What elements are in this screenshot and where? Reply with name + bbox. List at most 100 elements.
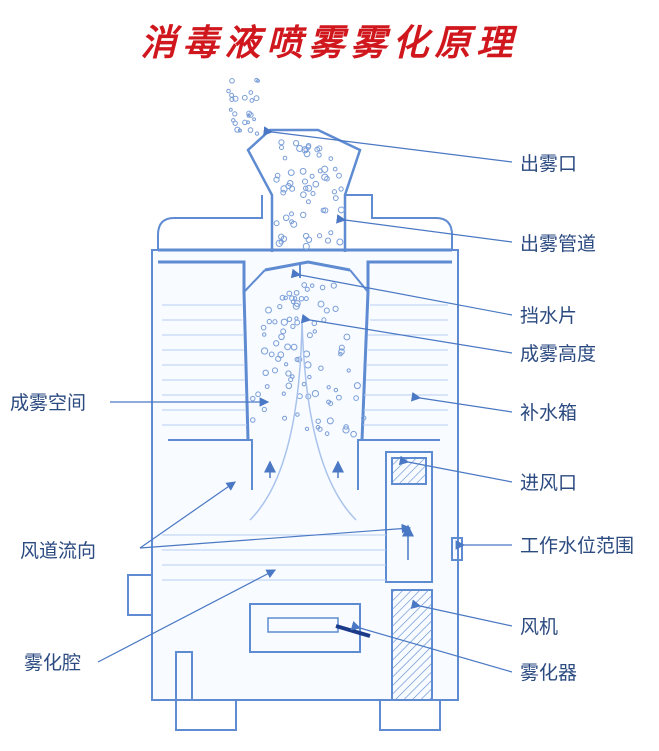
mist-bubble (335, 394, 342, 401)
mist-bubble (292, 296, 298, 301)
mist-bubble (306, 332, 313, 339)
mist-bubble (229, 92, 235, 98)
mist-bubble (290, 323, 296, 330)
mist-bubble (320, 207, 326, 213)
mist-bubble (310, 191, 316, 197)
mist-bubble (246, 120, 250, 125)
mist-bubble (280, 328, 287, 335)
mist-bubble (231, 118, 236, 123)
mist-bubble (317, 300, 325, 308)
mist-bubble (343, 333, 351, 341)
mist-bubble (322, 207, 329, 214)
mist-bubble (265, 306, 272, 314)
mist-bubble (294, 357, 300, 362)
mist-bubble (260, 347, 269, 355)
mist-bubble (278, 139, 285, 146)
mist-bubble (232, 95, 239, 102)
mist-bubble (303, 185, 309, 191)
mist-bubble (337, 206, 345, 214)
mist-bubble (228, 107, 233, 112)
mist-bubble (324, 237, 332, 244)
mist-bubble (309, 283, 315, 288)
mist-bubble (254, 131, 260, 136)
label-atomizer: 雾化器 (520, 662, 577, 684)
mist-bubble (307, 374, 312, 380)
mist-bubble (280, 235, 288, 243)
mist-bubble (296, 144, 304, 153)
mist-bubble (294, 316, 299, 321)
mist-bubble (338, 348, 345, 355)
mist-bubble (277, 351, 285, 359)
mist-bubble (249, 98, 255, 103)
mist-bubble (304, 426, 310, 432)
mist-bubble (290, 299, 296, 305)
outlet-pipe (246, 128, 362, 252)
mist-bubble (282, 214, 290, 222)
mist-bubble (280, 189, 287, 196)
water-lines (162, 304, 448, 581)
mist-bubble (288, 211, 295, 217)
mist-bubble (242, 119, 248, 126)
mist-bubble (328, 230, 334, 236)
mist-bubble (234, 126, 241, 133)
mist-bubble (315, 418, 321, 424)
mist-bubble (272, 319, 278, 325)
mist-bubble (286, 290, 293, 297)
mist-bubble (274, 172, 281, 179)
mist-bubble (286, 180, 294, 187)
mist-bubble (285, 382, 293, 390)
mist-bubble (229, 78, 235, 84)
mist-bubble (287, 169, 295, 177)
mist-bubble (292, 140, 300, 147)
mist-bubble (246, 113, 251, 118)
label-water-range: 工作水位范围 (520, 535, 634, 557)
mist-bubble (241, 94, 248, 101)
mist-bubble (280, 318, 288, 326)
mist-bubble (332, 166, 338, 172)
mist-bubble (350, 430, 357, 438)
mist-bubble (330, 282, 337, 289)
mist-bubble (360, 415, 367, 421)
mist-bubble (298, 295, 305, 302)
mist-bubble (296, 356, 303, 363)
mist-bubble (273, 340, 280, 347)
label-mist-height: 成雾高度 (520, 343, 596, 365)
mist-bubble (302, 232, 310, 240)
mist-bubble (247, 127, 254, 133)
mist-bubble (319, 284, 326, 291)
mist-bubble (292, 302, 300, 310)
mist-bubble (316, 233, 323, 239)
mist-bubble (305, 236, 313, 243)
mist-bubble (278, 333, 285, 341)
mist-bubble (232, 111, 238, 117)
mist-bubble (326, 385, 331, 390)
mist-bubble (229, 96, 235, 103)
mist-bubble (338, 344, 345, 351)
mist-bubble (342, 426, 350, 434)
label-mist-space: 成雾空间 (10, 392, 86, 414)
mist-bubble (315, 424, 321, 430)
mist-bubble (312, 180, 320, 188)
mist-bubble (324, 431, 330, 436)
mist-bubble (331, 189, 338, 195)
mist-bubble (285, 370, 292, 377)
label-atom-chamber: 雾化腔 (24, 652, 81, 674)
mist-bubble (332, 305, 339, 312)
mist-bubble (282, 155, 288, 161)
mist-bubble (299, 211, 307, 219)
mist-bubble (343, 424, 349, 430)
air-inlet-duct (385, 451, 433, 583)
mist-bubble (333, 387, 339, 393)
label-air-inlet: 进风口 (520, 472, 577, 494)
mist-bubble (316, 152, 322, 158)
label-pipe: 出雾管道 (520, 233, 596, 255)
mist-bubble (302, 242, 310, 250)
mist-bubble (248, 90, 254, 95)
mist-bubble (305, 144, 311, 150)
label-airflow: 风道流向 (20, 540, 96, 562)
mist-bubble (353, 395, 359, 401)
mist-bubble (338, 186, 344, 192)
mist-bubble (353, 382, 361, 390)
mist-bubble (280, 185, 288, 193)
